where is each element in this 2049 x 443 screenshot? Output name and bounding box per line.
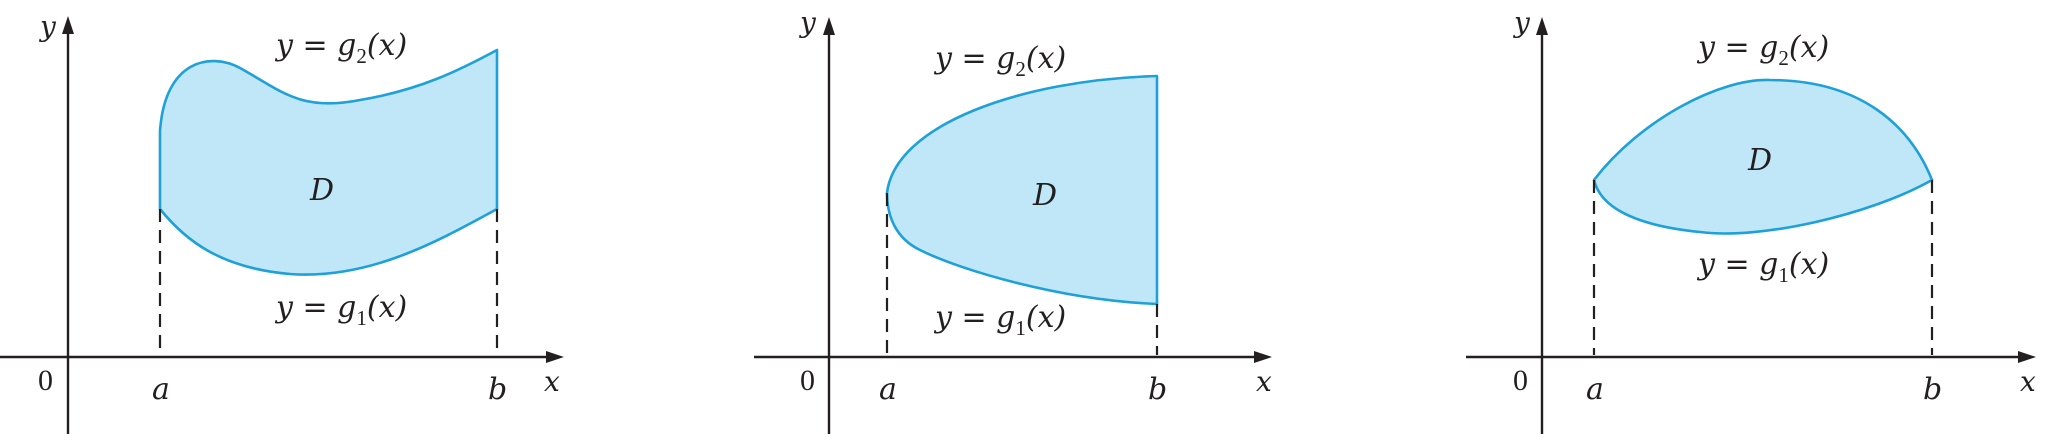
- x-axis-label-1: x: [544, 365, 560, 398]
- x-axis-arrow-3: [2018, 351, 2036, 363]
- upper-curve-label-2: y = g2(x): [933, 41, 1066, 81]
- upper-curve-label-1: y = g2(x): [274, 28, 407, 68]
- a-label-1: a: [152, 372, 170, 407]
- b-label-1: b: [488, 372, 507, 407]
- panel-1: y x 0 a b D y = g2(x) y = g1(x): [0, 10, 564, 434]
- region-label-1: D: [309, 173, 334, 208]
- origin-label-1: 0: [38, 364, 53, 397]
- lower-curve-label-3: y = g1(x): [1696, 247, 1829, 287]
- x-axis-arrow-2: [1254, 351, 1272, 363]
- y-axis-arrow-2: [823, 17, 835, 35]
- b-label-2: b: [1148, 372, 1167, 407]
- lower-curve-label-1: y = g1(x): [274, 290, 407, 330]
- x-axis-arrow-1: [546, 351, 564, 363]
- y-axis-arrow-1: [62, 16, 74, 34]
- b-label-3: b: [1923, 372, 1942, 407]
- panel-3: y x 0 a b D y = g2(x) y = g1(x): [1466, 6, 2036, 434]
- x-axis-label-3: x: [2020, 365, 2036, 398]
- region-label-3: D: [1747, 143, 1772, 178]
- a-label-3: a: [1586, 372, 1604, 407]
- region-label-2: D: [1032, 178, 1057, 213]
- y-axis-label-2: y: [798, 6, 817, 39]
- region-d-1: [158, 48, 499, 276]
- region-d-3: [1592, 78, 1934, 235]
- panel-2: y x 0 a b D y = g2(x) y = g1(x): [754, 6, 1272, 434]
- lower-curve-label-2: y = g1(x): [933, 300, 1066, 340]
- origin-label-3: 0: [1513, 364, 1528, 397]
- y-axis-arrow-3: [1536, 17, 1548, 35]
- y-axis-label-1: y: [38, 10, 57, 43]
- x-axis-label-2: x: [1256, 365, 1272, 398]
- origin-label-2: 0: [800, 364, 815, 397]
- y-axis-label-3: y: [1512, 6, 1531, 39]
- region-d-2: [885, 74, 1159, 306]
- a-label-2: a: [879, 372, 897, 407]
- upper-curve-label-3: y = g2(x): [1696, 30, 1829, 70]
